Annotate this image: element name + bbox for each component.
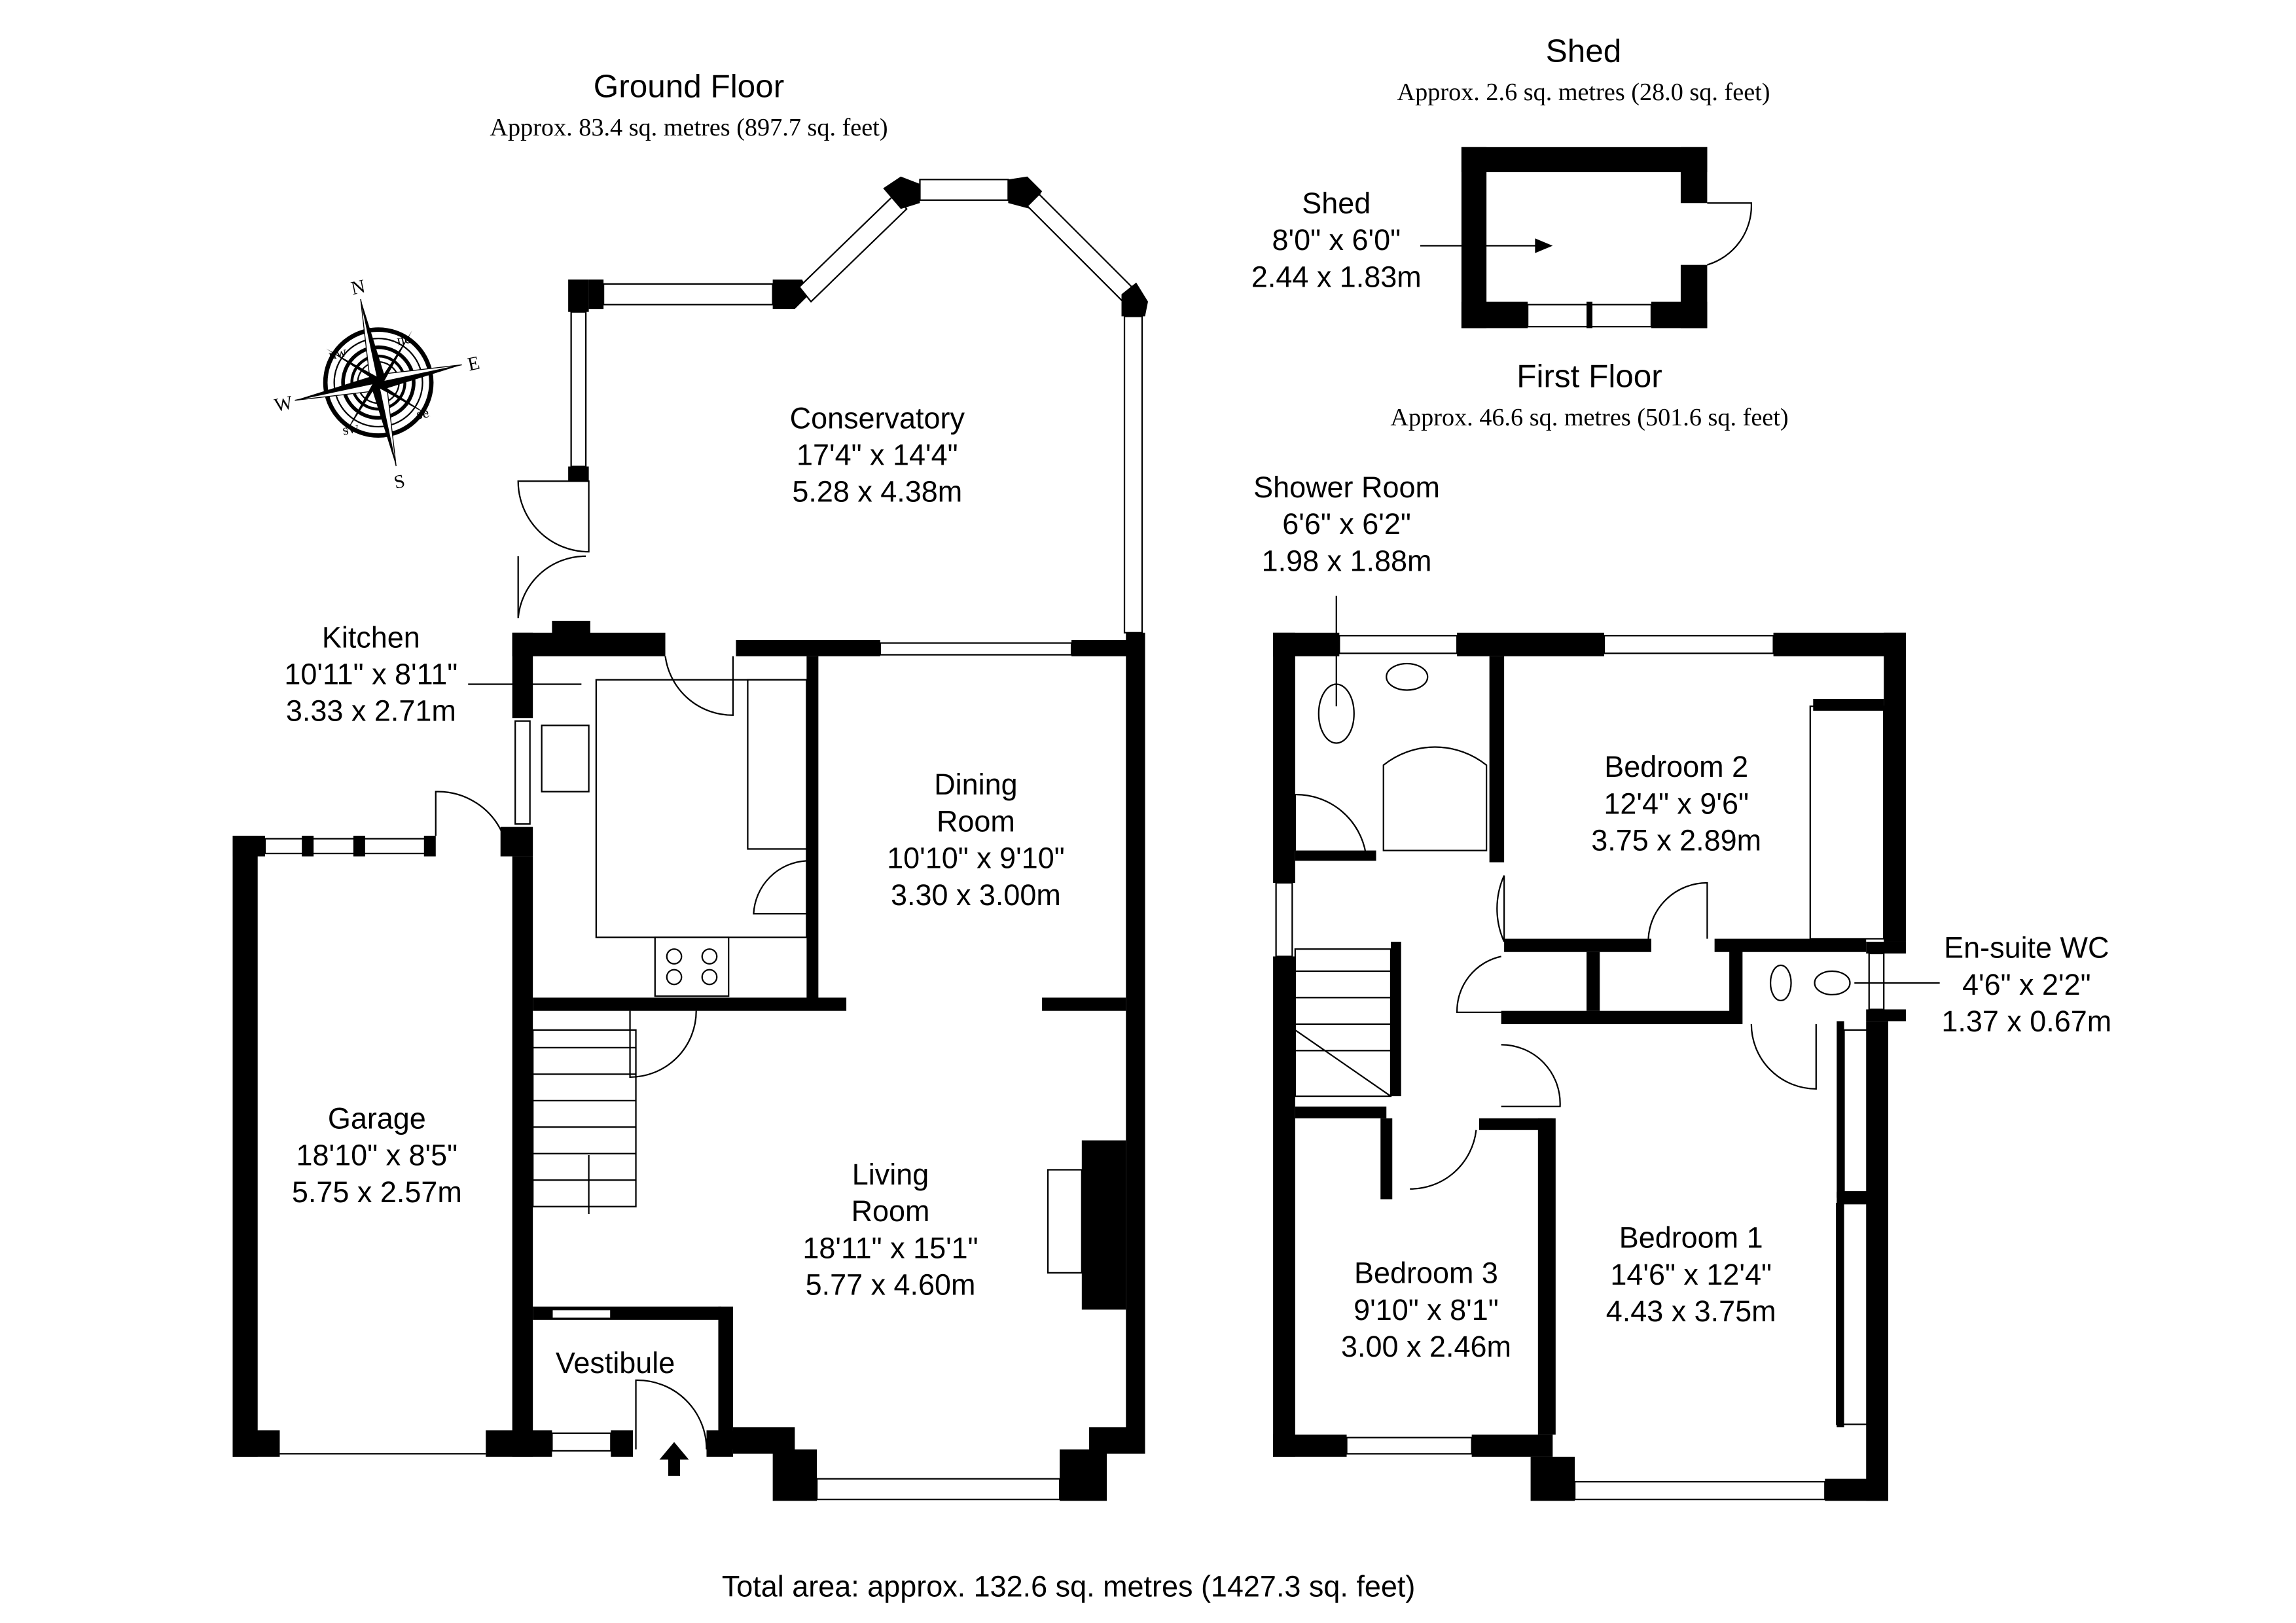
room-metric: 3.30 x 3.00m bbox=[891, 878, 1061, 912]
ground-floor-plan bbox=[232, 176, 1148, 1501]
shed-title: Shed bbox=[1546, 33, 1622, 69]
room-living: Living Room 18'11" x 15'1" 5.77 x 4.60m bbox=[802, 1158, 978, 1302]
room-name: Conservatory bbox=[790, 401, 965, 435]
room-imperial: 10'11" x 8'11" bbox=[284, 658, 457, 691]
room-vestibule: Vestibule bbox=[556, 1346, 675, 1380]
room-imperial: 6'6" x 6'2" bbox=[1282, 507, 1411, 541]
room-conservatory: Conservatory 17'4" x 14'4" 5.28 x 4.38m bbox=[790, 401, 965, 508]
compass-ne: ne bbox=[395, 330, 412, 349]
compass-rose-icon: N S E W ne nw se sw bbox=[273, 276, 482, 493]
room-metric: 5.28 x 4.38m bbox=[792, 475, 962, 508]
ground-floor-title: Ground Floor bbox=[594, 68, 784, 104]
room-metric: 3.33 x 2.71m bbox=[286, 694, 456, 728]
compass-n: N bbox=[350, 276, 367, 300]
room-name: Shower Room bbox=[1253, 471, 1440, 504]
room-name: Kitchen bbox=[322, 620, 420, 654]
room-imperial: 12'4" x 9'6" bbox=[1604, 787, 1749, 820]
total-area: Total area: approx. 132.6 sq. metres (14… bbox=[722, 1570, 1415, 1603]
compass-sw: sw bbox=[341, 419, 361, 438]
room-name: Bedroom 1 bbox=[1619, 1221, 1763, 1255]
room-kitchen: Kitchen 10'11" x 8'11" 3.33 x 2.71m bbox=[284, 620, 582, 728]
room-name: Room bbox=[852, 1194, 930, 1228]
room-dining: Dining Room 10'10" x 9'10" 3.30 x 3.00m bbox=[887, 768, 1065, 912]
first-floor-title: First Floor bbox=[1516, 358, 1662, 394]
shed-area: Approx. 2.6 sq. metres (28.0 sq. feet) bbox=[1397, 79, 1770, 106]
room-name: Living bbox=[852, 1158, 929, 1191]
room-metric: 3.00 x 2.46m bbox=[1341, 1330, 1511, 1363]
room-imperial: 18'10" x 8'5" bbox=[296, 1139, 458, 1172]
room-imperial: 9'10" x 8'1" bbox=[1354, 1293, 1499, 1327]
room-bedroom-2: Bedroom 2 12'4" x 9'6" 3.75 x 2.89m bbox=[1591, 750, 1761, 857]
room-shower: Shower Room 6'6" x 6'2" 1.98 x 1.88m bbox=[1253, 471, 1440, 707]
room-imperial: 17'4" x 14'4" bbox=[797, 438, 958, 471]
room-name: Room bbox=[937, 804, 1015, 838]
room-name: Bedroom 2 bbox=[1604, 750, 1748, 783]
room-metric: 2.44 x 1.83m bbox=[1251, 260, 1422, 293]
room-bedroom-1: Bedroom 1 14'6" x 12'4" 4.43 x 3.75m bbox=[1606, 1221, 1776, 1328]
room-bedroom-3: Bedroom 3 9'10" x 8'1" 3.00 x 2.46m bbox=[1341, 1257, 1511, 1363]
room-name: En-suite WC bbox=[1944, 931, 2109, 965]
compass-nw: nw bbox=[327, 343, 349, 363]
room-imperial: 8'0" x 6'0" bbox=[1272, 223, 1401, 257]
room-metric: 1.98 x 1.88m bbox=[1262, 544, 1432, 577]
room-metric: 5.75 x 2.57m bbox=[292, 1175, 462, 1209]
room-garage: Garage 18'10" x 8'5" 5.75 x 2.57m bbox=[292, 1102, 462, 1209]
first-floor-area: Approx. 46.6 sq. metres (501.6 sq. feet) bbox=[1390, 404, 1788, 431]
room-name: Bedroom 3 bbox=[1354, 1257, 1498, 1290]
room-shed: Shed 8'0" x 6'0" 2.44 x 1.83m bbox=[1251, 187, 1422, 293]
room-metric: 1.37 x 0.67m bbox=[1941, 1005, 2111, 1038]
room-ensuite: En-suite WC 4'6" x 2'2" 1.37 x 0.67m bbox=[1854, 931, 2111, 1038]
room-imperial: 10'10" x 9'10" bbox=[887, 842, 1065, 875]
first-floor-plan bbox=[1273, 632, 1906, 1501]
room-imperial: 4'6" x 2'2" bbox=[1962, 968, 2091, 1001]
room-metric: 3.75 x 2.89m bbox=[1591, 824, 1761, 857]
compass-e: E bbox=[466, 352, 482, 375]
room-name: Shed bbox=[1302, 187, 1371, 220]
compass-w: W bbox=[273, 392, 295, 416]
shed-plan bbox=[1420, 147, 1752, 329]
compass-s: S bbox=[392, 471, 407, 493]
staircase bbox=[532, 1029, 637, 1214]
room-metric: 4.43 x 3.75m bbox=[1606, 1294, 1776, 1328]
room-imperial: 14'6" x 12'4" bbox=[1610, 1258, 1772, 1291]
room-name: Garage bbox=[328, 1102, 426, 1135]
room-metric: 5.77 x 4.60m bbox=[806, 1268, 976, 1302]
room-name: Dining bbox=[934, 768, 1017, 801]
ground-floor-area: Approx. 83.4 sq. metres (897.7 sq. feet) bbox=[490, 114, 888, 141]
compass-se: se bbox=[415, 404, 431, 422]
room-imperial: 18'11" x 15'1" bbox=[802, 1231, 978, 1264]
